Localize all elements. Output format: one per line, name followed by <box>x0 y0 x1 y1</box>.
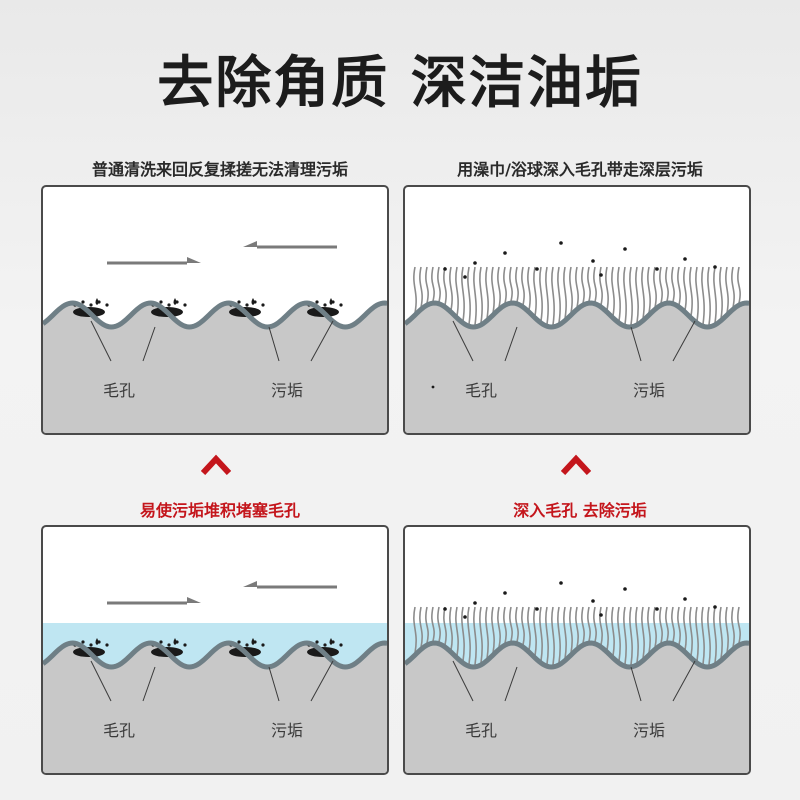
skin-diagram <box>405 241 749 433</box>
dirt-label: 污垢 <box>271 381 304 400</box>
caption-bottom-left: 易使污垢堆积堵塞毛孔 <box>139 501 300 520</box>
caption-bottom-right: 深入毛孔 去除污垢 <box>513 501 647 520</box>
pore-label: 毛孔 <box>465 381 498 400</box>
panel-top-right: 毛孔 污垢 <box>403 185 751 435</box>
chevron-up-icon <box>201 454 231 475</box>
caption-top-right: 用澡巾/浴球深入毛孔带走深层污垢 <box>457 160 703 179</box>
pore-label: 毛孔 <box>465 721 498 740</box>
dirt-label: 污垢 <box>633 381 666 400</box>
dirt-label: 污垢 <box>271 721 304 740</box>
skin-diagram <box>43 241 387 433</box>
page-title: 去除角质 深洁油垢 <box>157 51 643 116</box>
pore-label: 毛孔 <box>103 381 136 400</box>
panel-top-left: 毛孔 污垢 <box>41 185 389 435</box>
panel-bottom-right: 毛孔 污垢 <box>403 525 751 775</box>
caption-top-left: 普通清洗来回反复揉搓无法清理污垢 <box>91 160 348 179</box>
skin-diagram <box>43 581 387 773</box>
skin-diagram <box>405 581 749 773</box>
panel-bottom-left: 毛孔 污垢 <box>41 525 389 775</box>
chevron-up-icon <box>561 454 591 475</box>
dirt-label: 污垢 <box>633 721 666 740</box>
pore-label: 毛孔 <box>103 721 136 740</box>
